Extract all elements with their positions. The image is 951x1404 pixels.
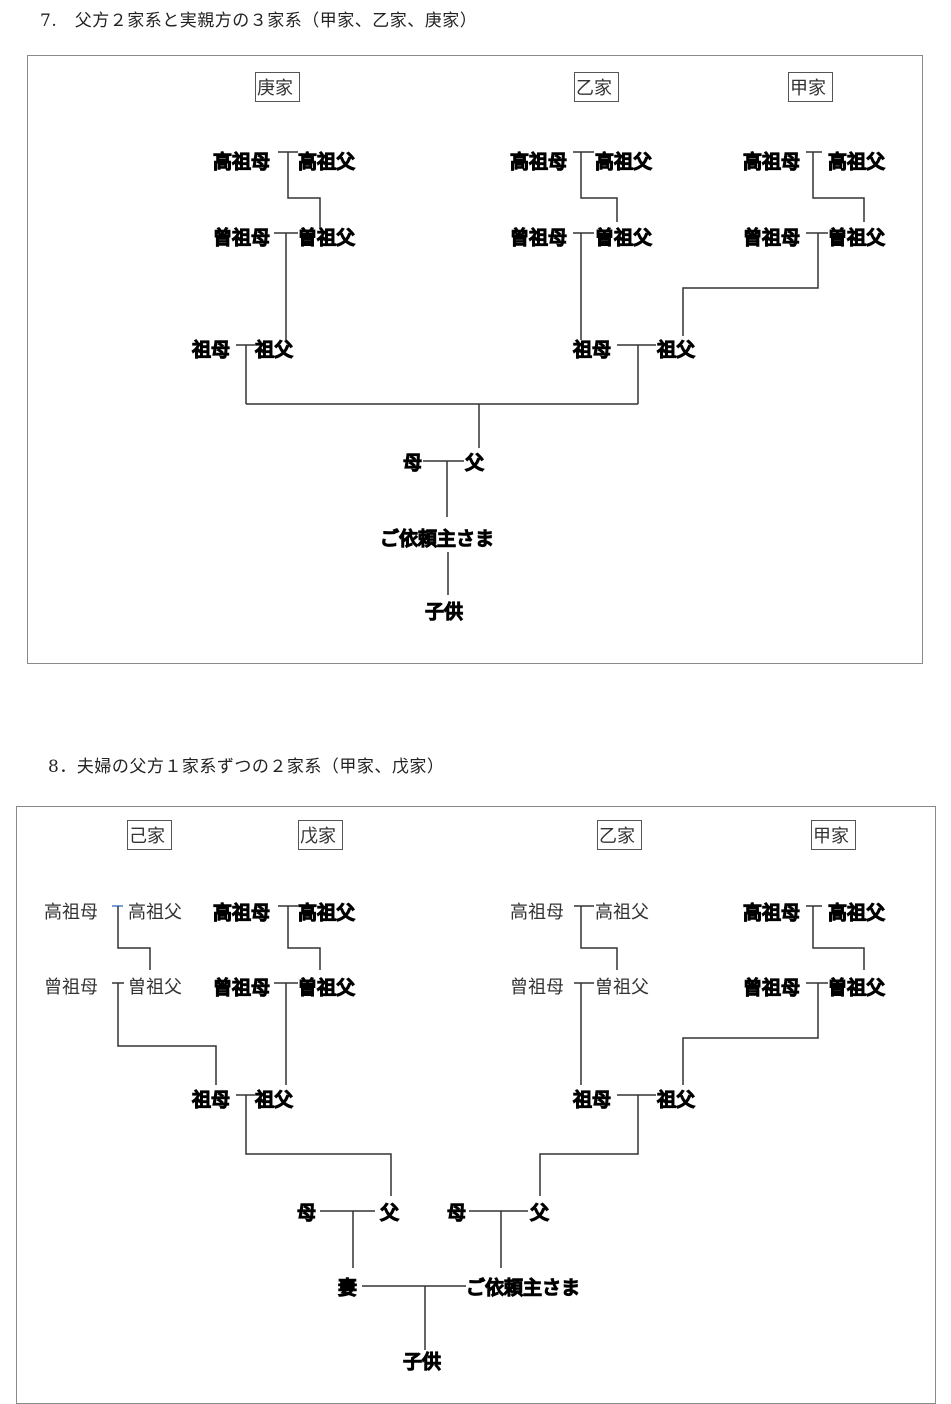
connector-line — [573, 151, 618, 222]
connector-line — [320, 1210, 375, 1268]
node-great-great-grandfather: 高祖父 — [298, 901, 356, 924]
house-label-text: 庚家 — [257, 78, 293, 99]
house-label-kou: 庚家 — [255, 72, 300, 102]
node-great-grandfather: 曽祖父 — [595, 226, 653, 249]
section-7-frame — [27, 55, 923, 664]
connector-line — [574, 982, 594, 1085]
connector-line — [806, 151, 865, 222]
node-great-grandmother: 曾祖母 — [510, 977, 564, 998]
house-label-otsu: 乙家 — [597, 820, 642, 850]
node-great-great-grandfather: 高祖父 — [828, 150, 886, 173]
connector-line — [423, 460, 464, 517]
node-client-mother: 母 — [447, 1202, 466, 1224]
connector-line — [278, 905, 321, 970]
house-label-box — [574, 72, 619, 102]
house-label-text: 乙家 — [599, 826, 635, 847]
node-great-great-grandfather: 高祖父 — [595, 150, 653, 173]
house-label-text: 戊家 — [300, 826, 336, 847]
connector-line — [806, 905, 865, 970]
house-label-ki: 己家 — [127, 820, 172, 850]
node-grandfather: 祖父 — [254, 338, 294, 361]
connector-line — [682, 982, 828, 1085]
house-label-bo: 戊家 — [298, 820, 343, 850]
connector-line — [682, 232, 828, 336]
node-grandmother: 祖母 — [572, 1088, 611, 1111]
section-7-tree: 庚家 乙家 甲家 高祖母 高祖父 曾祖母 曽祖父 祖母 祖父 高祖母 高祖父 曾… — [191, 72, 886, 623]
section-7-heading: 7. 父方２家系と実親方の３家系（甲家、乙家、庚家） — [40, 11, 478, 31]
connector-line — [236, 1094, 392, 1196]
node-grandmother: 祖母 — [191, 1088, 230, 1111]
house-label-box — [788, 72, 833, 102]
house-label-text: 甲家 — [813, 826, 849, 847]
node-client: ご依頼主さま — [380, 527, 494, 550]
node-great-great-grandmother: 高祖母 — [510, 150, 567, 173]
node-client: ご依頼主さま — [466, 1276, 580, 1299]
node-great-grandfather: 曽祖父 — [595, 977, 649, 998]
node-grandfather: 祖父 — [254, 1088, 294, 1111]
node-grandmother: 祖母 — [572, 338, 611, 361]
section-8-heading: 8．夫婦の父方１家系ずつの２家系（甲家、戊家） — [48, 757, 445, 777]
node-great-great-grandfather: 高祖父 — [128, 902, 182, 923]
house-label-ko: 甲家 — [811, 820, 856, 850]
node-grandmother: 祖母 — [191, 338, 230, 361]
node-father: 父 — [464, 452, 485, 474]
node-child: 子供 — [425, 600, 463, 623]
node-great-grandmother: 曾祖母 — [743, 226, 800, 249]
house-label-box — [255, 72, 300, 102]
connector-line — [236, 344, 255, 404]
node-great-great-grandmother: 高祖母 — [44, 902, 98, 923]
connector-line — [617, 344, 656, 404]
node-grandfather: 祖父 — [656, 338, 696, 361]
node-mother: 母 — [403, 452, 422, 474]
connector-line — [274, 982, 298, 1085]
house-label-box — [298, 820, 343, 850]
connector-line — [574, 905, 618, 970]
house-label-text: 甲家 — [790, 78, 826, 99]
node-wife-father: 父 — [379, 1202, 400, 1224]
node-great-great-grandfather: 高祖父 — [298, 150, 356, 173]
connector-line — [117, 906, 151, 970]
house-label-box — [811, 820, 856, 850]
node-great-grandmother: 曾祖母 — [44, 977, 98, 998]
house-label-text: 己家 — [129, 826, 165, 847]
node-great-grandmother: 曾祖母 — [213, 976, 270, 999]
connector-line — [246, 403, 638, 448]
connector-line — [274, 232, 298, 340]
node-great-grandmother: 曾祖母 — [213, 226, 270, 249]
node-great-great-grandfather: 高祖父 — [828, 901, 886, 924]
node-great-grandfather: 曽祖父 — [298, 226, 356, 249]
node-wife-mother: 母 — [297, 1202, 316, 1224]
node-great-grandmother: 曾祖母 — [510, 226, 567, 249]
house-label-ko: 甲家 — [788, 72, 833, 102]
connector-line — [469, 1210, 528, 1268]
node-great-great-grandmother: 高祖母 — [213, 901, 270, 924]
node-great-great-grandmother: 高祖母 — [213, 150, 270, 173]
section-8-tree: 己家 戊家 乙家 甲家 高祖母 高祖父 曾祖母 曽祖父 高祖母 高祖父 曾祖母 … — [44, 820, 886, 1373]
node-child: 子供 — [403, 1350, 441, 1373]
connector-line — [573, 232, 594, 340]
node-great-great-grandmother: 高祖母 — [743, 150, 800, 173]
node-great-grandfather: 曽祖父 — [828, 976, 886, 999]
house-label-box — [127, 820, 172, 850]
node-great-grandmother: 曾祖母 — [743, 976, 800, 999]
house-label-otsu: 乙家 — [574, 72, 619, 102]
node-great-grandfather: 曽祖父 — [128, 977, 182, 998]
node-great-great-grandmother: 高祖母 — [510, 902, 564, 923]
house-label-text: 乙家 — [576, 78, 612, 99]
node-great-great-grandmother: 高祖母 — [743, 901, 800, 924]
node-grandfather: 祖父 — [656, 1088, 696, 1111]
node-great-grandfather: 曽祖父 — [828, 226, 886, 249]
node-client-father: 父 — [529, 1202, 550, 1224]
node-great-great-grandfather: 高祖父 — [595, 902, 649, 923]
node-wife: 妻 — [338, 1276, 357, 1299]
connector-line — [362, 1285, 466, 1350]
connector-line — [112, 982, 217, 1085]
connector-line — [539, 1094, 656, 1196]
connector-line — [278, 151, 321, 228]
house-label-box — [597, 820, 642, 850]
node-great-grandfather: 曽祖父 — [298, 976, 356, 999]
